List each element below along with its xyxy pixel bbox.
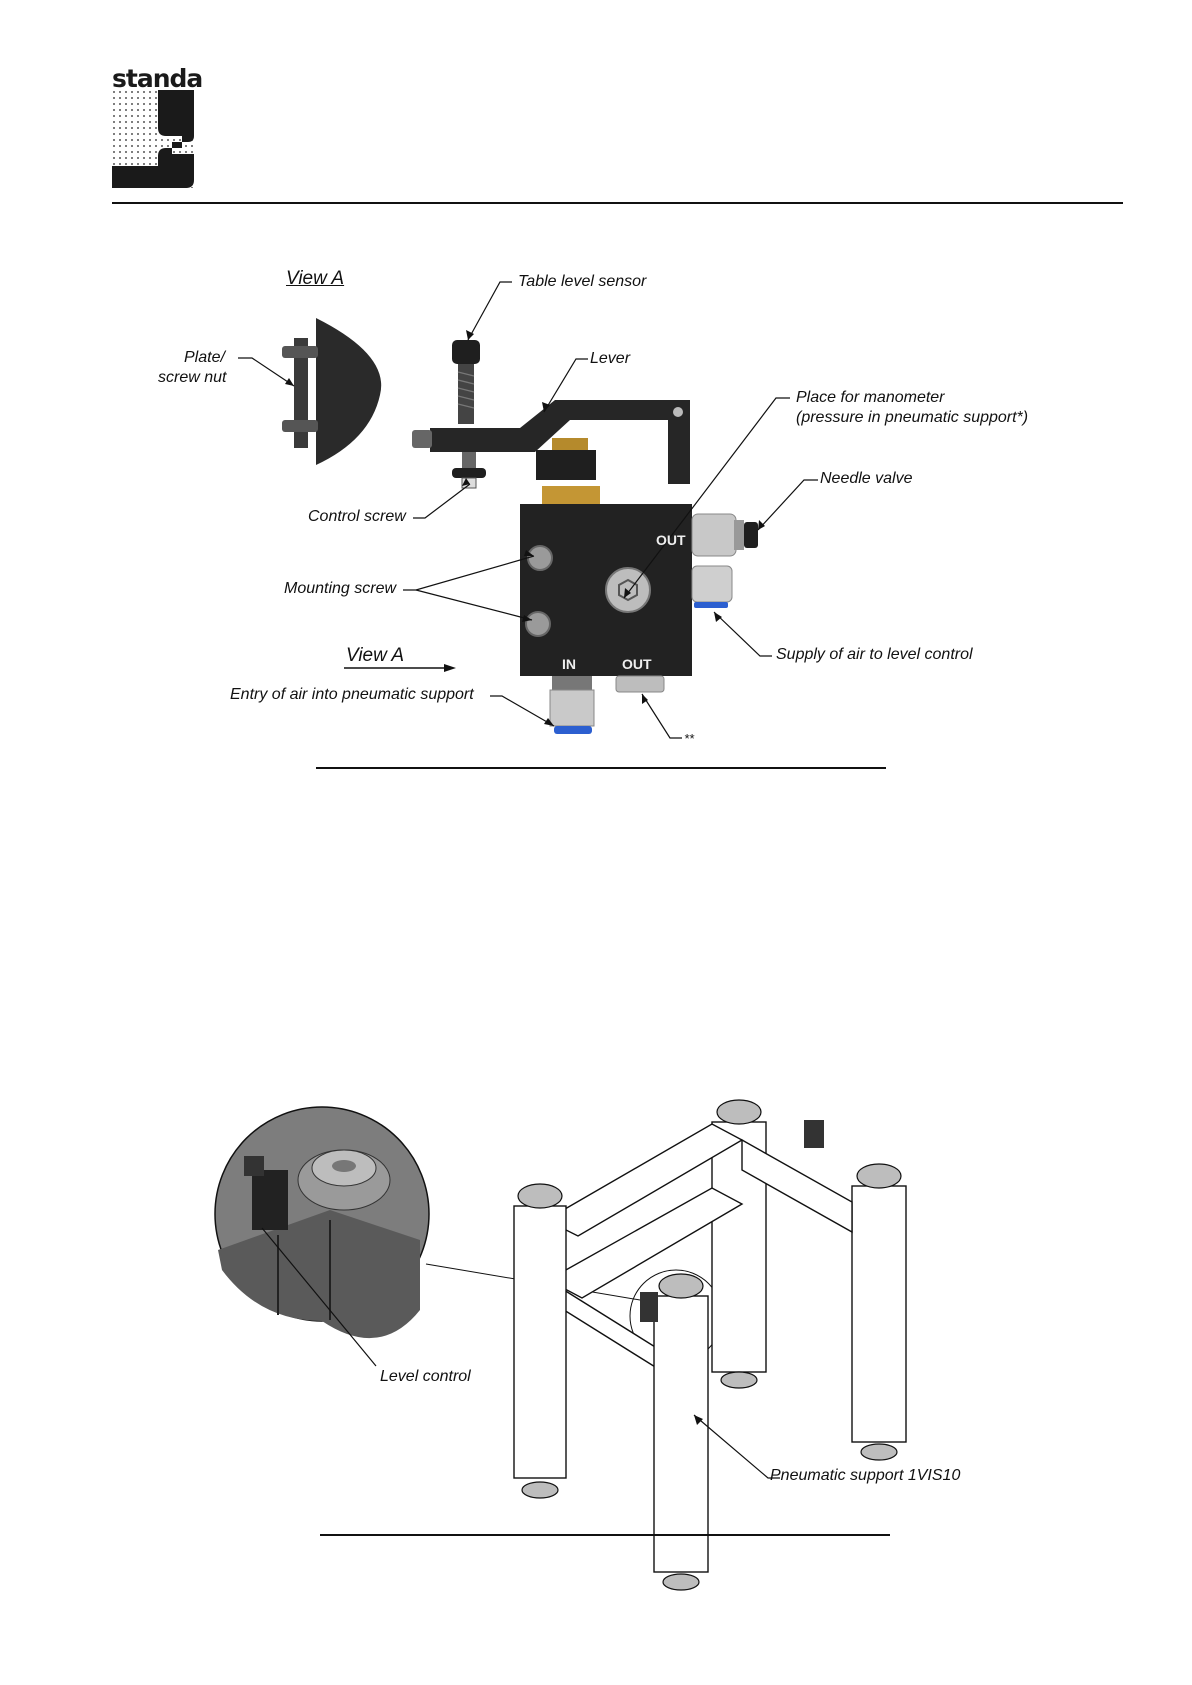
label-level-control: Level control bbox=[380, 1368, 471, 1386]
view-a-title: View A bbox=[286, 268, 344, 290]
label-manometer-1: Place for manometer bbox=[796, 389, 945, 407]
label-double-star: ** bbox=[684, 732, 694, 747]
label-view-a-arrow: View A bbox=[346, 645, 404, 667]
figure-bottom-rule bbox=[320, 1534, 890, 1536]
level-control-drawing bbox=[0, 0, 1192, 800]
label-supply-air: Supply of air to level control bbox=[776, 646, 973, 664]
table-frame-drawing bbox=[0, 1060, 1192, 1660]
label-entry-air: Entry of air into pneumatic support bbox=[230, 686, 474, 704]
label-lever: Lever bbox=[590, 350, 630, 368]
label-table-level-sensor: Table level sensor bbox=[518, 273, 646, 291]
label-control-screw: Control screw bbox=[308, 508, 406, 526]
label-plate-2: screw nut bbox=[158, 369, 226, 387]
label-needle-valve: Needle valve bbox=[820, 470, 913, 488]
label-plate-1: Plate/ bbox=[184, 349, 225, 367]
figure-top-rule bbox=[316, 767, 886, 769]
label-mounting-screw: Mounting screw bbox=[284, 580, 396, 598]
port-out-side: OUT bbox=[656, 532, 686, 548]
port-out-bottom: OUT bbox=[622, 656, 652, 672]
label-pneumatic-support: Pneumatic support 1VIS10 bbox=[770, 1467, 960, 1485]
port-in-bottom: IN bbox=[562, 656, 576, 672]
label-manometer-2: (pressure in pneumatic support*) bbox=[796, 409, 1028, 427]
